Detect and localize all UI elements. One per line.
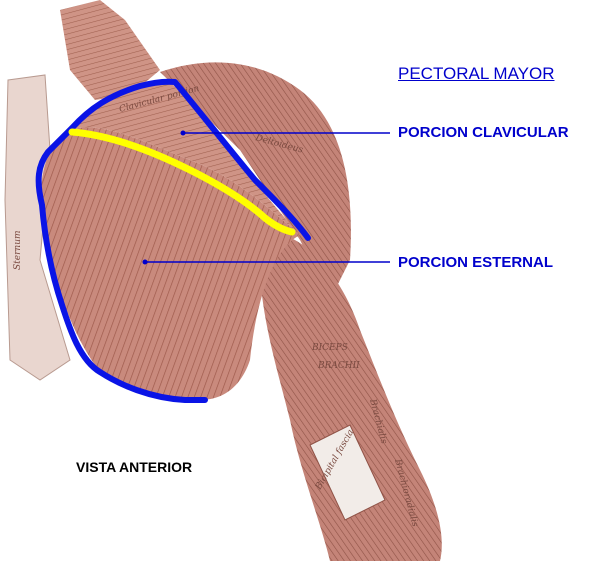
clavicular-divider-line: [68, 128, 296, 236]
sternum-region: [4, 74, 71, 381]
leader-esternal-dot: [142, 259, 148, 265]
engraved-brachii: BRACHII: [317, 361, 360, 371]
clavicular-portion-muscle: [70, 82, 300, 235]
neck-muscle: [60, 0, 160, 100]
leader-clavicular-dot: [180, 130, 186, 136]
engraved-biceps: BICEPS: [311, 343, 348, 353]
label-porcion-esternal: PORCION ESTERNAL: [398, 254, 554, 271]
engraved-sternum: Sternum: [13, 230, 23, 270]
arm: [259, 230, 442, 561]
diagram-title: PECTORAL MAYOR: [398, 64, 555, 83]
label-vista-anterior: VISTA ANTERIOR: [76, 459, 193, 475]
pectoral-outline: [35, 78, 311, 403]
forearm-tendon: [309, 424, 386, 521]
label-porcion-clavicular: PORCION CLAVICULAR: [398, 124, 569, 141]
deltoid-muscle: [160, 62, 351, 300]
